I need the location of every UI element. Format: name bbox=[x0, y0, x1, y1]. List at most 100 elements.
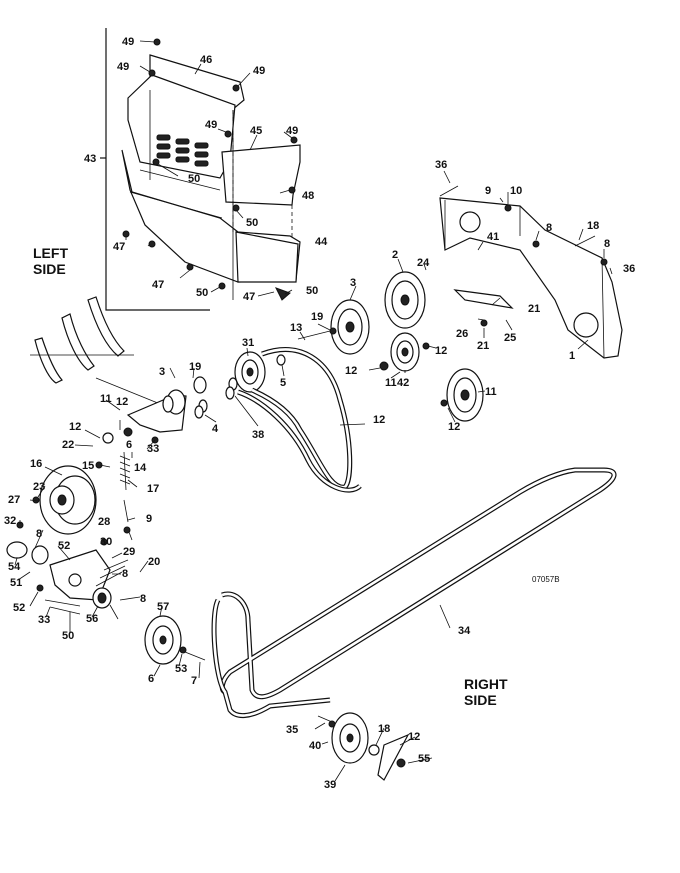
callout: 19 bbox=[189, 361, 201, 373]
pulley-2 bbox=[384, 271, 426, 329]
callout: 8 bbox=[604, 238, 610, 250]
spacer-55 bbox=[368, 744, 380, 756]
callout: 3 bbox=[350, 277, 356, 289]
callout: 42 bbox=[397, 377, 409, 389]
callout: 48 bbox=[302, 190, 314, 202]
callout: 17 bbox=[147, 483, 159, 495]
callout: 18 bbox=[587, 220, 599, 232]
bracket-plate bbox=[453, 289, 514, 309]
idler-arm bbox=[102, 376, 207, 444]
callout: 36 bbox=[623, 263, 635, 275]
callout: 21 bbox=[528, 303, 540, 315]
callout: 38 bbox=[252, 429, 264, 441]
louver-grid bbox=[156, 134, 209, 167]
callout: 12 bbox=[373, 414, 385, 426]
pulley-37 bbox=[331, 712, 369, 764]
callout: 3 bbox=[159, 366, 165, 378]
callout: 1 bbox=[569, 350, 575, 362]
callout-numbers: 49 46 49 49 49 45 49 43 50 48 50 47 44 4… bbox=[4, 36, 635, 791]
callout: 9 bbox=[485, 185, 491, 197]
callout: 16 bbox=[30, 458, 42, 470]
callout: 49 bbox=[205, 119, 217, 131]
belt-40 bbox=[211, 467, 617, 718]
callout: 15 bbox=[82, 460, 94, 472]
callout: 11 bbox=[100, 393, 112, 405]
callout: 9 bbox=[146, 513, 152, 525]
callout: 5 bbox=[280, 377, 286, 389]
bolt-35 bbox=[184, 651, 206, 661]
callout: 49 bbox=[122, 36, 134, 48]
callout: 23 bbox=[33, 481, 45, 493]
right-side-label-line2: SIDE bbox=[464, 692, 497, 708]
callout: 47 bbox=[113, 241, 125, 253]
callout: 12 bbox=[435, 345, 447, 357]
left-side-label-line2: SIDE bbox=[33, 261, 66, 277]
left-side-label: LEFT SIDE bbox=[33, 245, 68, 277]
callout: 14 bbox=[134, 462, 147, 474]
callout: 51 bbox=[10, 577, 22, 589]
callout: 12 bbox=[116, 396, 128, 408]
callout: 8 bbox=[36, 528, 42, 540]
side-cover bbox=[221, 144, 301, 206]
belt-22 bbox=[237, 347, 362, 493]
callout: 8 bbox=[140, 593, 146, 605]
callout: 6 bbox=[126, 439, 132, 451]
pulley-11-right bbox=[390, 332, 420, 372]
right-side-label-line1: RIGHT bbox=[464, 676, 508, 692]
callout: 39 bbox=[324, 779, 336, 791]
clutch-pulley-23 bbox=[39, 465, 97, 535]
callout: 57 bbox=[157, 601, 169, 613]
callout: 50 bbox=[188, 173, 200, 185]
callout: 29 bbox=[123, 546, 135, 558]
callout: 36 bbox=[435, 159, 447, 171]
callout: 12 bbox=[345, 365, 357, 377]
callout: 26 bbox=[456, 328, 468, 340]
callout: 52 bbox=[13, 602, 25, 614]
callout: 8 bbox=[122, 568, 128, 580]
idler-pulley-11 bbox=[234, 351, 266, 393]
callout: 33 bbox=[38, 614, 50, 626]
pulley-3-upper bbox=[330, 299, 370, 355]
callout: 11 bbox=[385, 377, 397, 389]
callout: 31 bbox=[242, 337, 254, 349]
pulley-3-lower bbox=[446, 368, 484, 422]
callout: 12 bbox=[408, 731, 420, 743]
left-side-label-line1: LEFT bbox=[33, 245, 68, 261]
callout: 50 bbox=[196, 287, 208, 299]
leader-lines bbox=[14, 40, 613, 782]
callout: 33 bbox=[147, 443, 159, 455]
pulley-34 bbox=[144, 615, 182, 665]
callout: 20 bbox=[148, 556, 160, 568]
callout: 50 bbox=[246, 217, 258, 229]
rod-28 bbox=[123, 499, 129, 523]
callout: 2 bbox=[392, 249, 398, 261]
callout: 35 bbox=[286, 724, 298, 736]
callout: 22 bbox=[62, 439, 74, 451]
callout: 44 bbox=[315, 236, 328, 248]
callout: 12 bbox=[448, 421, 460, 433]
callout: 46 bbox=[200, 54, 212, 66]
group-bracket-43 bbox=[105, 28, 210, 311]
callout: 13 bbox=[290, 322, 302, 334]
hardware-left bbox=[16, 461, 131, 592]
callout: 27 bbox=[8, 494, 20, 506]
callout: 12 bbox=[69, 421, 81, 433]
callout: 52 bbox=[58, 540, 70, 552]
callout: 41 bbox=[487, 231, 499, 243]
frame-hole-upper bbox=[459, 211, 481, 233]
callout: 43 bbox=[84, 153, 96, 165]
callout: 11 bbox=[485, 386, 497, 398]
frame-hole-lower bbox=[573, 312, 599, 338]
callout: 56 bbox=[86, 613, 98, 625]
callout: 8 bbox=[546, 222, 552, 234]
callout: 49 bbox=[286, 125, 298, 137]
callout: 49 bbox=[253, 65, 265, 77]
callout: 34 bbox=[458, 625, 471, 637]
callout: 4 bbox=[212, 423, 219, 435]
bracket-39 bbox=[377, 733, 410, 781]
callout: 7 bbox=[191, 675, 197, 687]
callout: 32 bbox=[4, 515, 16, 527]
callout: 47 bbox=[243, 291, 255, 303]
callout: 54 bbox=[8, 561, 21, 573]
